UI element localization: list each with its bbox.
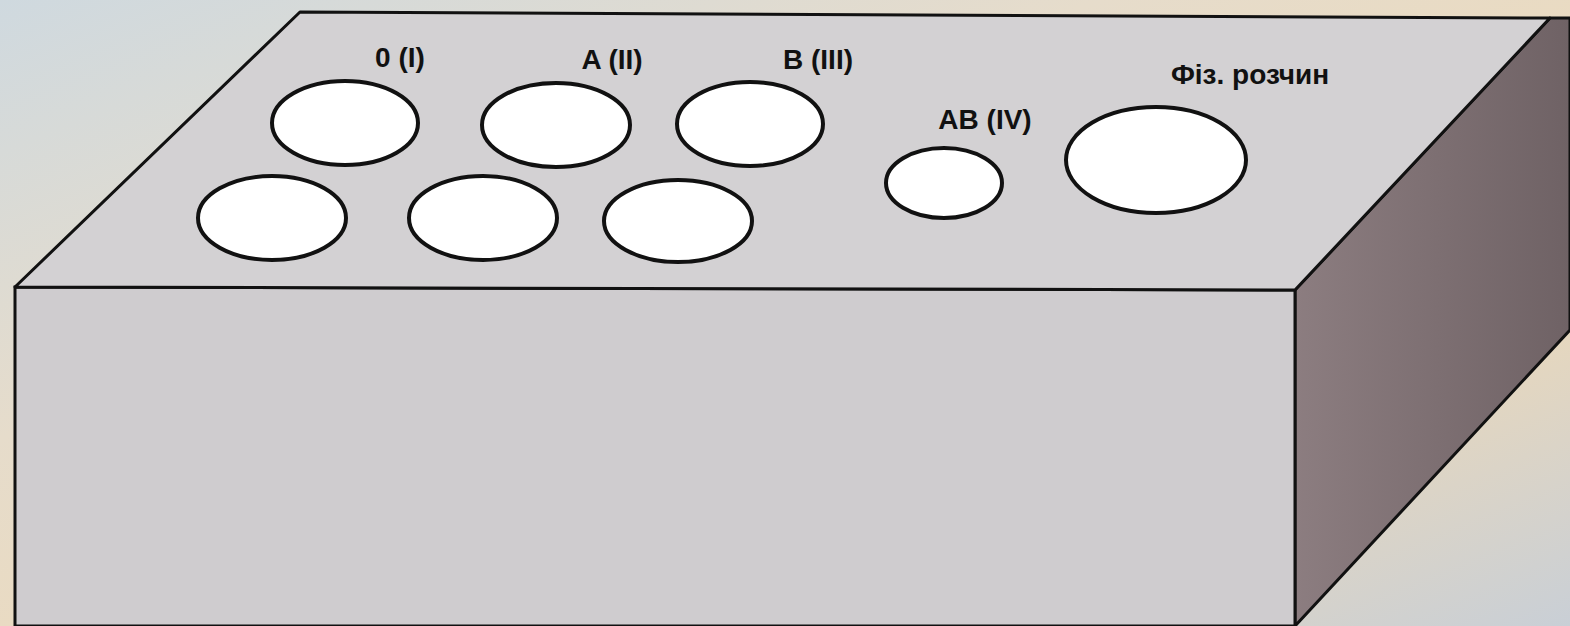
well (604, 180, 752, 262)
saline-well (1066, 107, 1246, 213)
blood-group-label: AB (IV) (938, 104, 1031, 136)
well (272, 81, 418, 165)
tray-front (15, 287, 1295, 626)
wells (198, 81, 1246, 262)
blood-group-label: 0 (I) (375, 42, 425, 74)
well (677, 82, 823, 166)
well (409, 176, 557, 260)
blood-group-label: A (II) (581, 44, 642, 76)
well (482, 83, 630, 167)
saline-label: Фіз. розчин (1171, 59, 1329, 91)
well (886, 148, 1002, 218)
blood-group-label: B (III) (783, 44, 853, 76)
tray-top (15, 12, 1550, 290)
well (198, 176, 346, 260)
